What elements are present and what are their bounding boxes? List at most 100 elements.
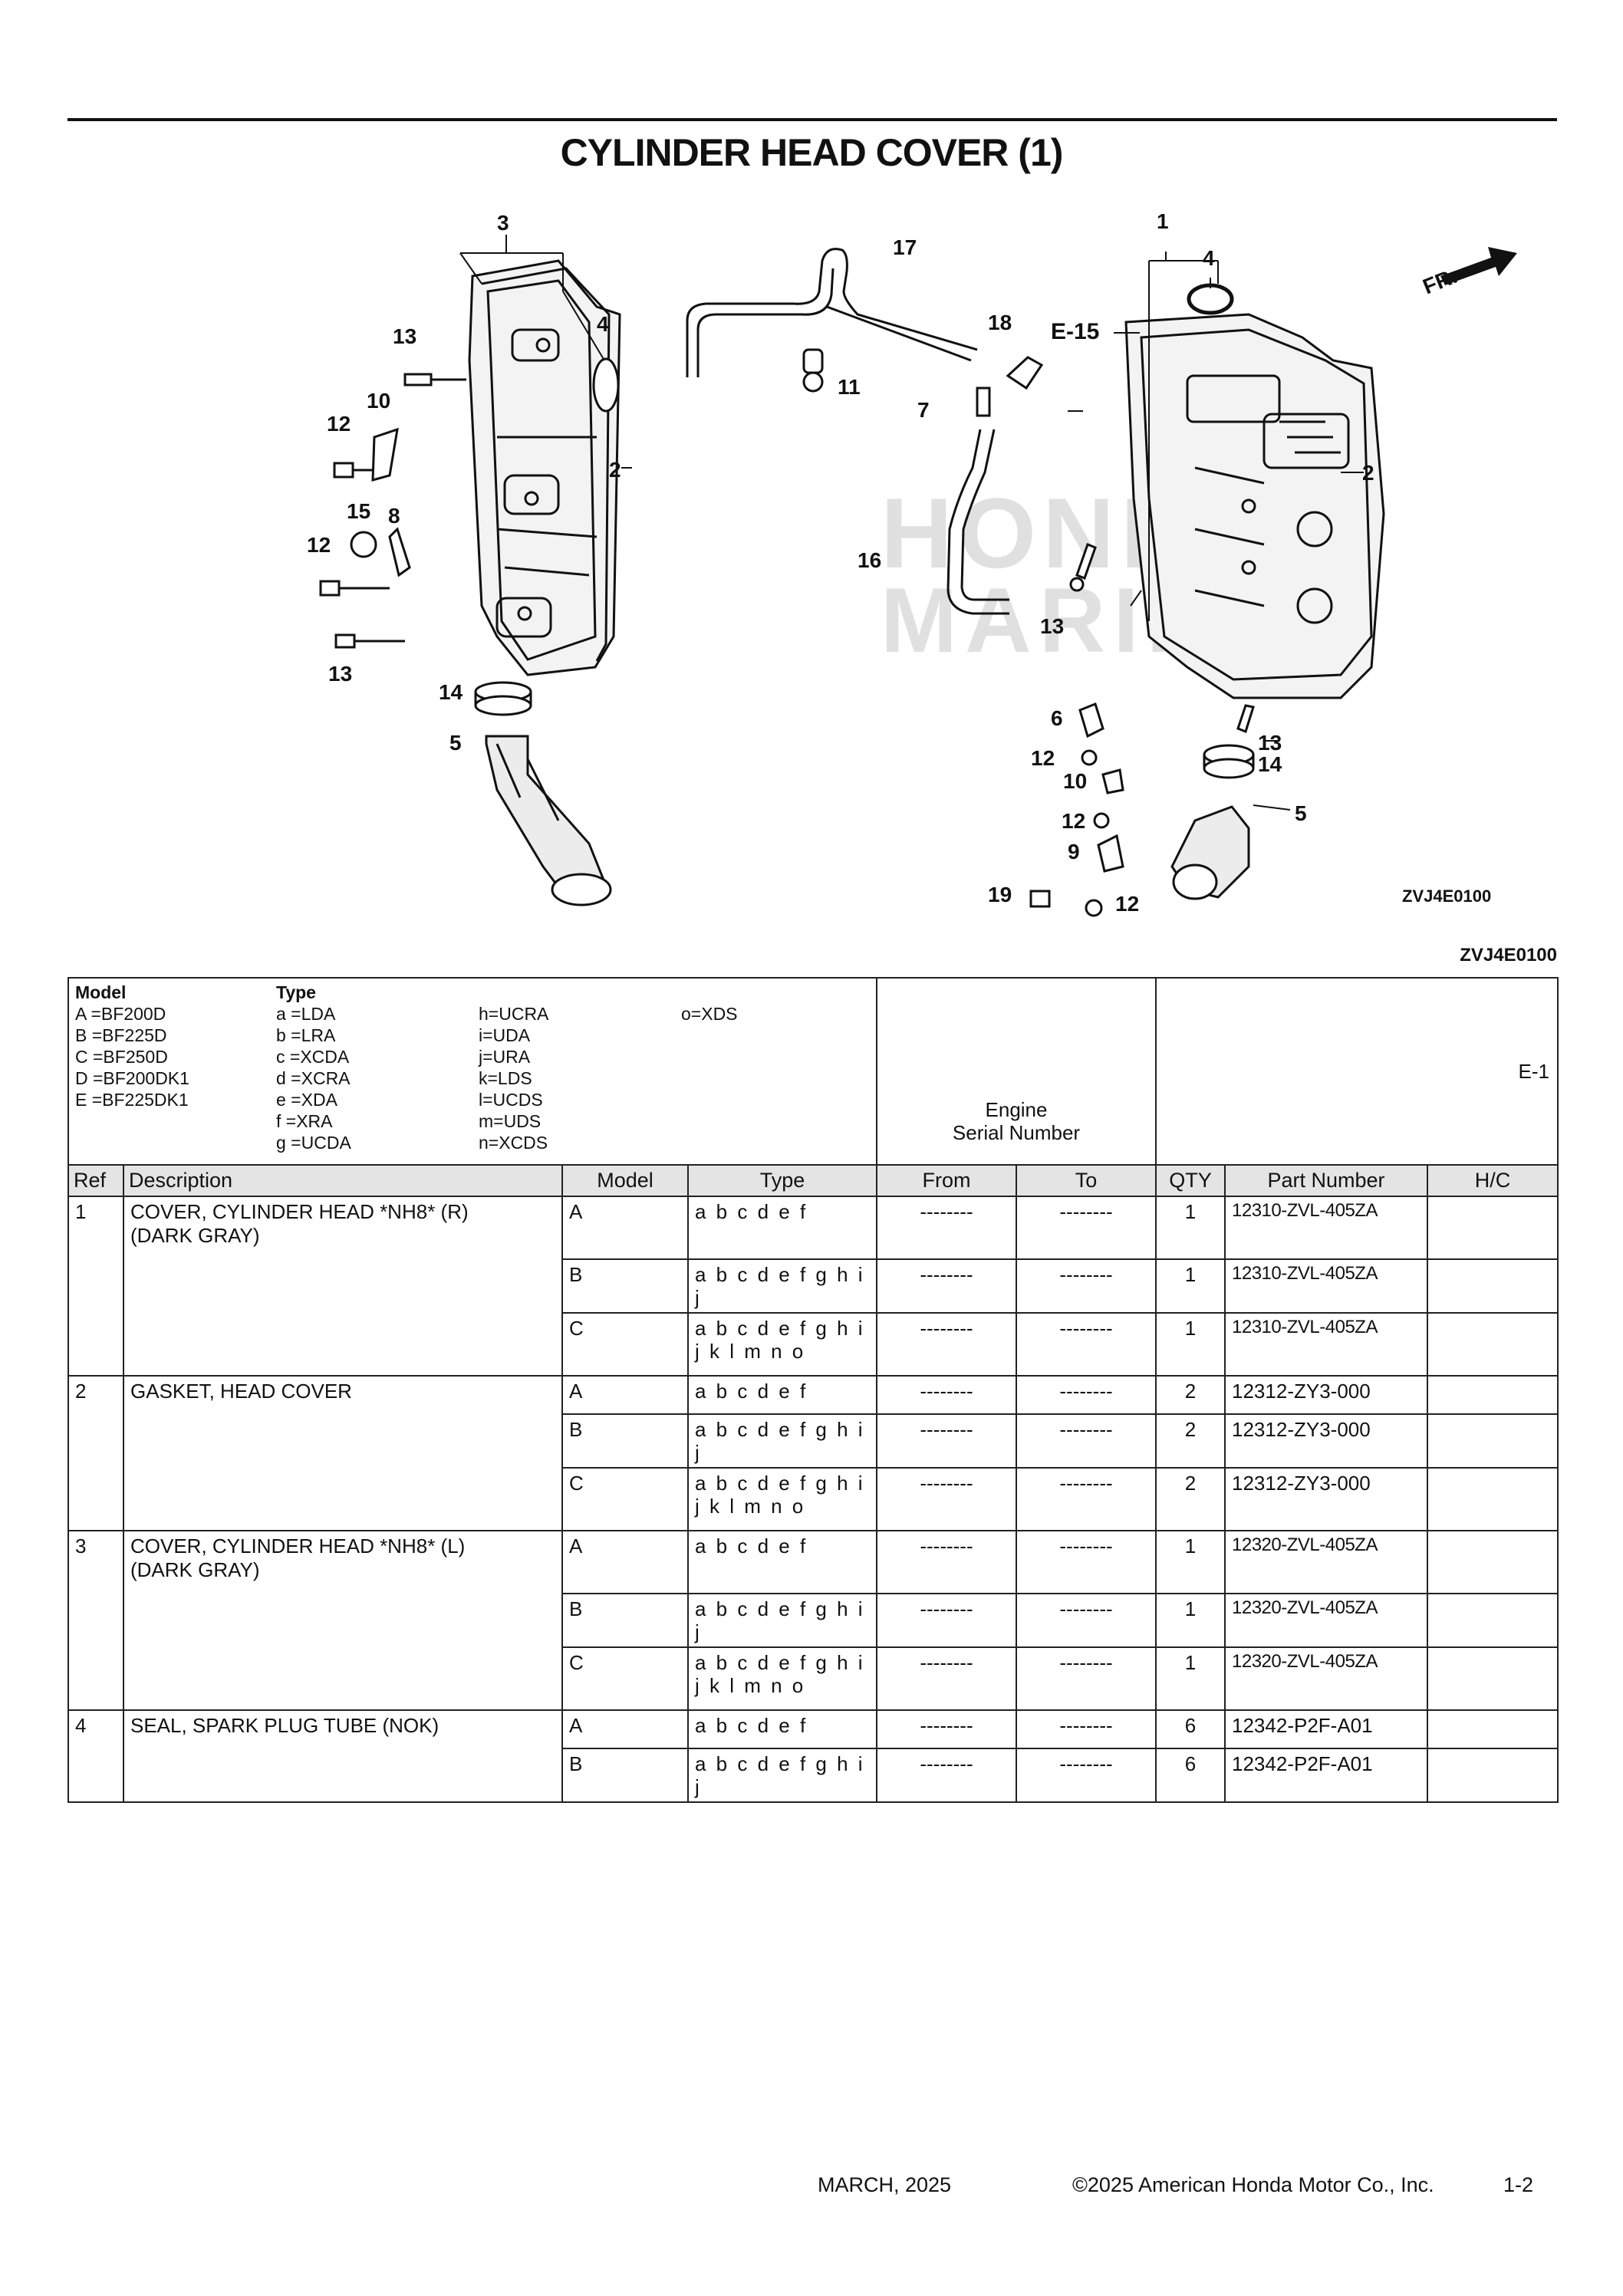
hc-cell bbox=[1427, 1312, 1559, 1377]
model-legend-item: B =BF225D bbox=[75, 1025, 167, 1045]
ref-cell: 4 bbox=[67, 1709, 124, 1803]
right-fasteners bbox=[1029, 543, 1255, 917]
description-line: COVER, CYLINDER HEAD *NH8* (L) bbox=[130, 1535, 466, 1558]
seal-right bbox=[1187, 283, 1234, 315]
hc-cell bbox=[1427, 1530, 1559, 1594]
callout-9: 9 bbox=[1068, 840, 1080, 863]
from-cell: -------- bbox=[876, 1413, 1017, 1469]
part-number-cell: 12310-ZVL-405ZA bbox=[1224, 1196, 1429, 1260]
callout-18: 18 bbox=[988, 311, 1012, 334]
model-legend-item: E =BF225DK1 bbox=[75, 1090, 189, 1110]
type-legend-col-1: Type a =LDA b =LRA c =XCDA d =XCRA e =XD… bbox=[276, 982, 479, 1153]
fr-label: FR. bbox=[1420, 264, 1460, 299]
table-row: B a b c d e f g h i j -------- -------- … bbox=[68, 1748, 1559, 1803]
callout-19: 19 bbox=[988, 883, 1012, 906]
part-number-cell: 12320-ZVL-405ZA bbox=[1224, 1530, 1429, 1594]
to-cell: -------- bbox=[1015, 1709, 1157, 1749]
to-cell: -------- bbox=[1015, 1413, 1157, 1469]
right-elbow-assembly bbox=[1170, 744, 1255, 900]
model-legend: Model A =BF200D B =BF225D C =BF250D D =B… bbox=[75, 982, 276, 1153]
parts-table: Model A =BF200D B =BF225D C =BF250D D =B… bbox=[67, 977, 1559, 1803]
table-row: 3 COVER, CYLINDER HEAD *NH8* (L) (DARK G… bbox=[67, 1530, 1559, 1711]
left-head-cover bbox=[468, 259, 621, 676]
seal-left bbox=[592, 357, 620, 413]
part-number-cell: 12312-ZY3-000 bbox=[1224, 1375, 1429, 1415]
table-row: C a b c d e f g h i j k l m n o --------… bbox=[68, 1646, 1559, 1711]
model-cell: C bbox=[561, 1467, 689, 1531]
callout-13-c: 13 bbox=[1040, 614, 1064, 638]
col-type: Type bbox=[687, 1164, 877, 1197]
serial-header-line-1: Engine bbox=[985, 1098, 1048, 1121]
page-number: 1-2 bbox=[1503, 2173, 1534, 2196]
hc-cell bbox=[1427, 1467, 1559, 1531]
table-row: 4 SEAL, SPARK PLUG TUBE (NOK) A a b c d … bbox=[67, 1709, 1559, 1803]
model-legend-header: Model bbox=[75, 982, 127, 1002]
qty-cell: 1 bbox=[1155, 1646, 1226, 1711]
table-row: B a b c d e f g h i j -------- -------- … bbox=[68, 1593, 1559, 1648]
hc-cell bbox=[1427, 1646, 1559, 1711]
from-cell: -------- bbox=[876, 1530, 1017, 1594]
from-cell: -------- bbox=[876, 1312, 1017, 1377]
from-cell: -------- bbox=[876, 1375, 1017, 1415]
type-cell: a b c d e f g h i j bbox=[687, 1258, 877, 1314]
description-cell: COVER, CYLINDER HEAD *NH8* (R) (DARK GRA… bbox=[123, 1196, 563, 1377]
legend-row: Model A =BF200D B =BF225D C =BF250D D =B… bbox=[67, 977, 1559, 1166]
col-ref: Ref bbox=[67, 1164, 124, 1197]
type-cell: a b c d e f g h i j k l m n o bbox=[687, 1467, 877, 1531]
type-legend-item: a =LDA bbox=[276, 1004, 336, 1024]
ref-cell: 1 bbox=[67, 1196, 124, 1377]
model-cell: B bbox=[561, 1413, 689, 1469]
ref-cell: 3 bbox=[67, 1530, 124, 1711]
type-legend-item: b =LRA bbox=[276, 1025, 336, 1045]
part-number-cell: 12310-ZVL-405ZA bbox=[1224, 1258, 1429, 1314]
callout-12-d: 12 bbox=[1062, 809, 1085, 833]
model-cell: C bbox=[561, 1646, 689, 1711]
qty-cell: 2 bbox=[1155, 1467, 1226, 1531]
from-cell: -------- bbox=[876, 1196, 1017, 1260]
to-cell: -------- bbox=[1015, 1258, 1157, 1314]
footer-copyright: ©2025 American Honda Motor Co., Inc. bbox=[1072, 2173, 1434, 2196]
callout-2-left: 2 bbox=[609, 458, 621, 482]
callout-numbers: 1 2 2 3 4 4 5 5 6 7 8 9 10 10 11 12 12 1… bbox=[307, 209, 1374, 916]
part-number-cell: 12312-ZY3-000 bbox=[1224, 1413, 1429, 1469]
type-legend-item: k=LDS bbox=[479, 1068, 532, 1088]
type-legend-item: c =XCDA bbox=[276, 1047, 350, 1067]
to-cell: -------- bbox=[1015, 1467, 1157, 1531]
hc-cell bbox=[1427, 1413, 1559, 1469]
serial-header-line-2: Serial Number bbox=[952, 1121, 1081, 1144]
callout-14-right: 14 bbox=[1258, 752, 1282, 776]
callout-12-e: 12 bbox=[1115, 892, 1139, 916]
type-cell: a b c d e f bbox=[687, 1196, 877, 1260]
callout-4-right: 4 bbox=[1203, 246, 1215, 270]
type-cell: a b c d e f g h i j k l m n o bbox=[687, 1312, 877, 1377]
table-row: C a b c d e f g h i j k l m n o --------… bbox=[68, 1467, 1559, 1531]
type-legend-item: e =XDA bbox=[276, 1090, 337, 1110]
model-legend-item: C =BF250D bbox=[75, 1047, 168, 1067]
type-legend-item: h=UCRA bbox=[479, 1004, 549, 1024]
table-row: 2 GASKET, HEAD COVER A a b c d e f -----… bbox=[67, 1375, 1559, 1531]
col-from: From bbox=[876, 1164, 1017, 1197]
description-line: SEAL, SPARK PLUG TUBE (NOK) bbox=[130, 1714, 439, 1737]
callout-13-b: 13 bbox=[328, 662, 352, 686]
type-legend-item: m=UDS bbox=[479, 1111, 542, 1131]
callout-12-a: 12 bbox=[327, 412, 351, 436]
model-cell: B bbox=[561, 1258, 689, 1314]
table-row: B a b c d e f g h i j -------- -------- … bbox=[68, 1258, 1559, 1314]
description-cell: SEAL, SPARK PLUG TUBE (NOK) bbox=[123, 1709, 563, 1803]
col-part-number: Part Number bbox=[1224, 1164, 1429, 1197]
fig-code-inside: ZVJ4E0100 bbox=[1402, 886, 1491, 906]
type-legend-item: i=UDA bbox=[479, 1025, 531, 1045]
callout-10-right: 10 bbox=[1063, 769, 1087, 793]
right-head-cover bbox=[1124, 313, 1385, 699]
model-type-legend: Model A =BF200D B =BF225D C =BF250D D =B… bbox=[67, 977, 877, 1166]
table-row: C a b c d e f g h i j k l m n o --------… bbox=[68, 1312, 1559, 1377]
qty-cell: 1 bbox=[1155, 1196, 1226, 1260]
hose-16 bbox=[946, 387, 1009, 615]
description-cell: GASKET, HEAD COVER bbox=[123, 1375, 563, 1531]
to-cell: -------- bbox=[1015, 1530, 1157, 1594]
qty-cell: 2 bbox=[1155, 1375, 1226, 1415]
from-cell: -------- bbox=[876, 1467, 1017, 1531]
type-legend-item: d =XCRA bbox=[276, 1068, 351, 1088]
callout-5-right: 5 bbox=[1295, 801, 1307, 825]
callout-6: 6 bbox=[1051, 706, 1063, 730]
